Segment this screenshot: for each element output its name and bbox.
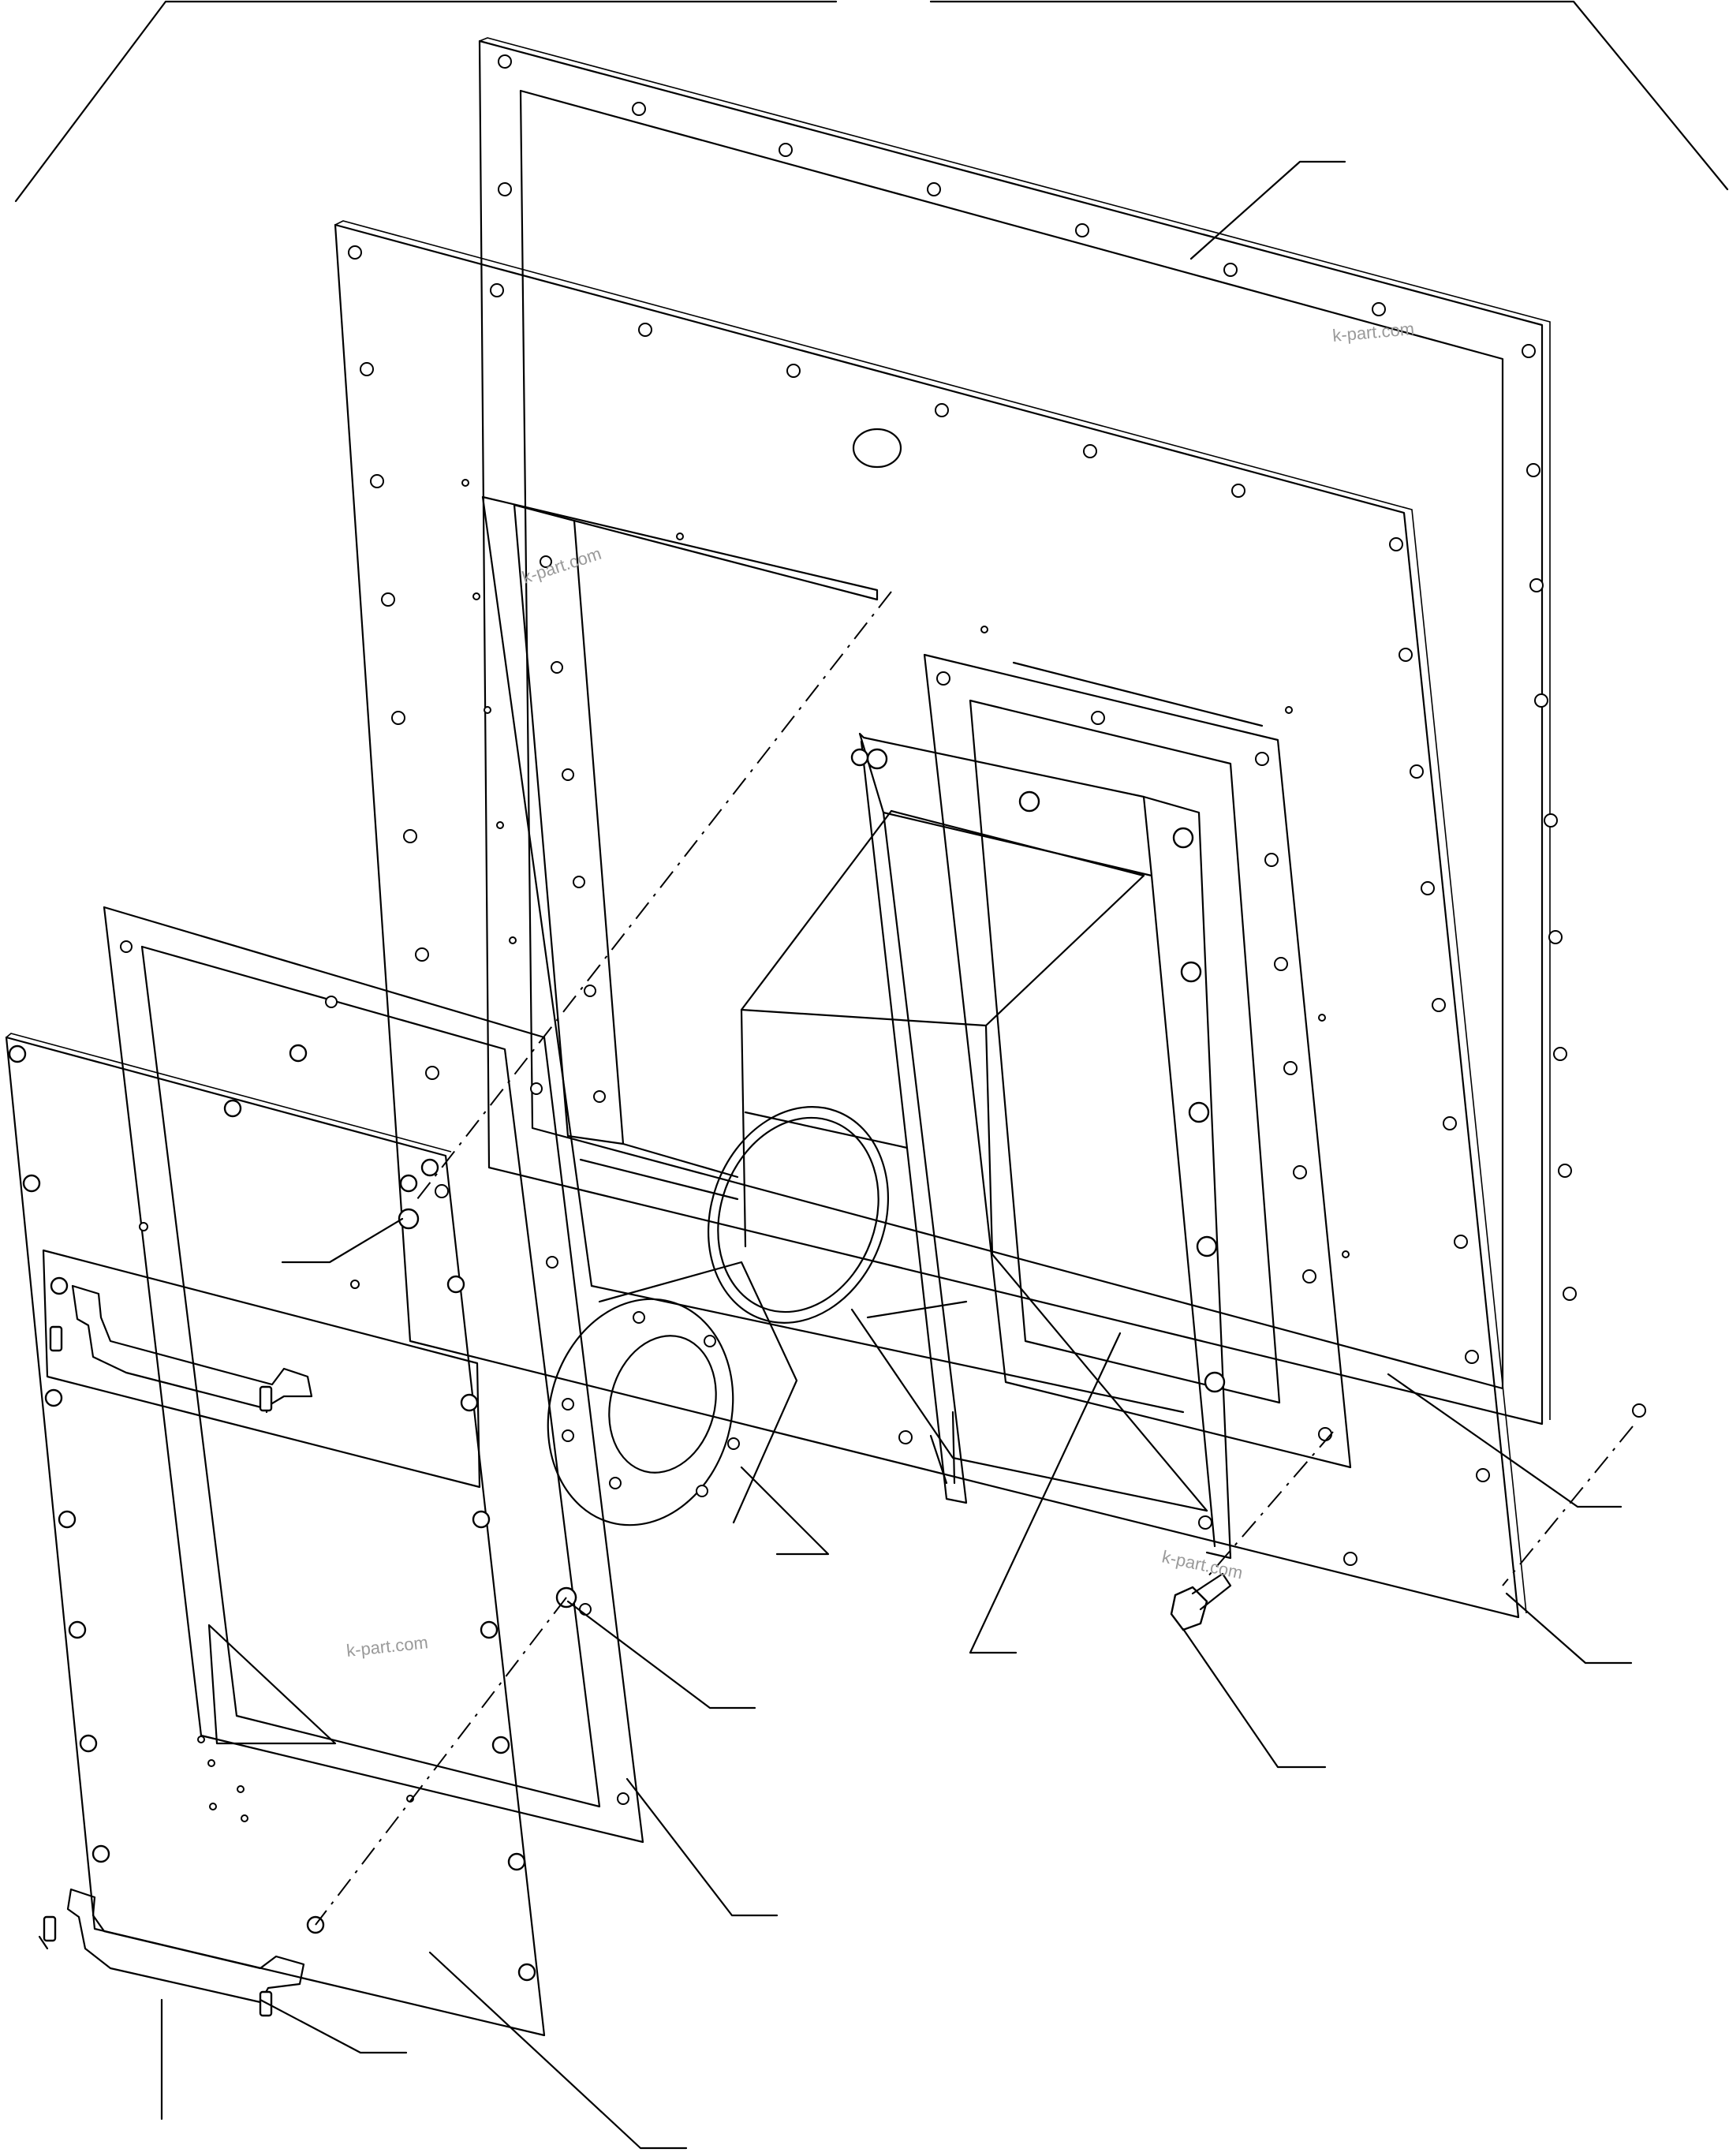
rear-gasket-holes: [498, 54, 1646, 1418]
inner-frame-gasket: [513, 503, 879, 1201]
front-gasket: [103, 906, 644, 1844]
assembly-axes: [315, 591, 1634, 1926]
detail-frame-lines: [14, 0, 1729, 203]
watermark-3: k-part.com: [1160, 1546, 1245, 1582]
main-mounting-plate: [334, 220, 1527, 1619]
watermark-4: k-part.com: [345, 1632, 429, 1661]
leader-lines: [160, 160, 1633, 2150]
small-nuts: [398, 748, 869, 1609]
hex-bolt: [1170, 1572, 1232, 1631]
pipe-flange-collar: [547, 1261, 798, 1526]
duct-flange-bolts: [866, 748, 1226, 1393]
watermarks: k-part.com k-part.com k-part.com k-part.…: [345, 319, 1415, 1661]
duct-flange-gasket: [923, 653, 1352, 1469]
main-plate-holes: [348, 245, 1490, 1566]
watermark-2: k-part.com: [520, 544, 604, 588]
front-cover-plate: [5, 1033, 546, 2037]
inner-frame-holes: [540, 555, 606, 1103]
cover-plate-bolts: [8, 1044, 577, 1982]
transition-duct: [740, 732, 1232, 1560]
outlet-pipe: [707, 1106, 968, 1324]
watermark-1: k-part.com: [1331, 319, 1415, 346]
upper-handle: [49, 1284, 313, 1414]
lower-handle: [38, 1888, 305, 2017]
